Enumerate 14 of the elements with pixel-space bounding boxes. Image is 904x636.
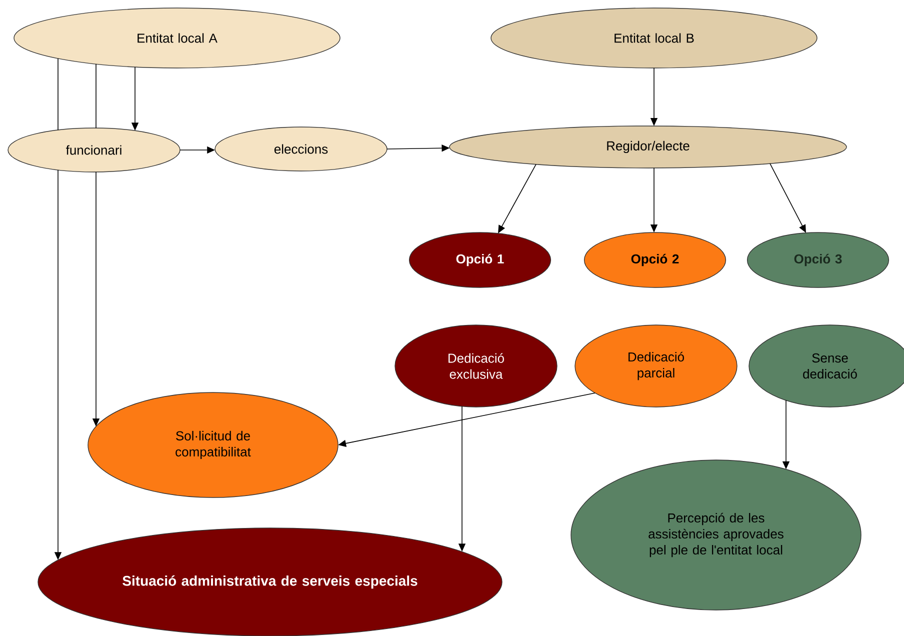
ellipse-node: Percepció de les assistències aprovades pel ple de l'entitat local — [570, 460, 862, 610]
ellipse-node: Entitat local A — [14, 8, 340, 68]
ellipse-node: Dedicació parcial — [574, 324, 738, 408]
ellipse-node: Entitat local B — [490, 8, 818, 68]
ellipse-node: eleccions — [214, 126, 388, 172]
ellipse-node: Sol·licitud de compatibilitat — [88, 392, 338, 498]
ellipse-node: Opció 3 — [746, 232, 890, 288]
ellipse-node: Regidor/electe — [449, 126, 847, 168]
ellipse-node: Situació administrativa de serveis especials — [38, 528, 502, 636]
ellipse-node: Sense dedicació — [748, 324, 904, 408]
ellipse-node: funcionari — [8, 128, 180, 172]
ellipse-node: Dedicació exclusiva — [394, 324, 558, 408]
ellipse-node: Opció 2 — [584, 232, 726, 288]
ellipse-node: Opció 1 — [408, 232, 552, 288]
